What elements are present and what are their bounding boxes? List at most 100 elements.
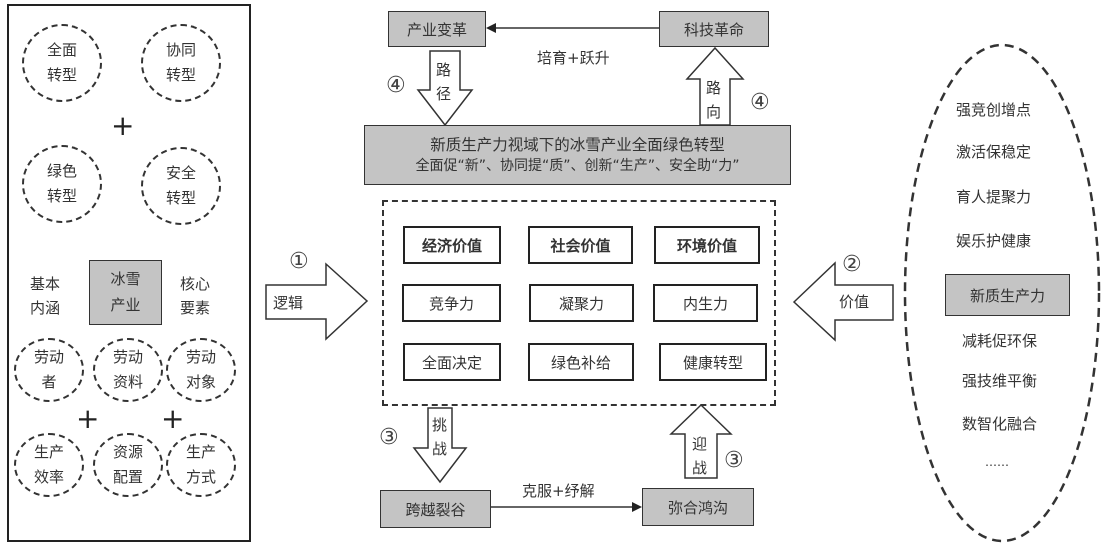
circle-text: 者 bbox=[41, 373, 57, 391]
challenge-arrow-text: 挑 战 bbox=[432, 413, 447, 461]
cross-rift-box: 跨越裂谷 bbox=[380, 490, 491, 528]
right-item: 娱乐护健康 bbox=[956, 232, 1032, 250]
step-3-marker: ③ bbox=[379, 425, 399, 450]
industrial-transformation-box: 产业变革 bbox=[388, 11, 486, 47]
meet-challenge-up-arrow bbox=[669, 403, 733, 479]
circle-coordinated-transform: 协同 转型 bbox=[141, 24, 221, 102]
step-4-marker: ④ bbox=[386, 73, 406, 98]
circle-text: 转型 bbox=[46, 66, 77, 84]
endogenous-power-box: 内生力 bbox=[653, 284, 758, 322]
label-text: 核心 bbox=[180, 275, 211, 293]
arrow-text: 迎 bbox=[692, 435, 708, 453]
ice-snow-industry-box: 冰雪 产业 bbox=[89, 260, 162, 325]
plus-sign: + bbox=[76, 402, 100, 435]
right-item: 强竞创增点 bbox=[956, 101, 1032, 119]
circle-text: 劳动 bbox=[112, 347, 143, 366]
box-text: 环境价值 bbox=[676, 236, 737, 255]
overcome-relieve-label: 克服+纾解 bbox=[522, 482, 595, 500]
title-box: 新质生产力视域下的冰雪产业全面绿色转型 全面促“新”、协同提“质”、创新“生产”… bbox=[364, 125, 791, 185]
arrow-text: 路 bbox=[436, 61, 452, 79]
circle-text: 劳动 bbox=[185, 347, 216, 366]
tech-revolution-box: 科技革命 bbox=[659, 11, 769, 47]
path-down-arrow bbox=[416, 50, 474, 127]
circle-labor-materials: 劳动 资料 bbox=[93, 338, 163, 402]
right-item-ellipsis: …… bbox=[985, 455, 1009, 469]
comprehensive-decision-box: 全面决定 bbox=[403, 343, 501, 381]
competitiveness-box: 竞争力 bbox=[402, 284, 501, 322]
label-text: 内涵 bbox=[30, 299, 61, 317]
box-text: 产业 bbox=[110, 295, 141, 314]
arrow-text: 向 bbox=[706, 103, 722, 121]
label-text: 要素 bbox=[180, 299, 211, 317]
circle-text: 转型 bbox=[165, 66, 196, 84]
circle-green-transform: 绿色 转型 bbox=[22, 145, 102, 223]
right-item: 育人提聚力 bbox=[956, 188, 1032, 206]
circle-text: 转型 bbox=[46, 187, 77, 205]
arrow-text: 挑 bbox=[432, 416, 448, 434]
label-text: 基本 bbox=[30, 275, 61, 293]
box-text: 冰雪 bbox=[110, 270, 141, 288]
box-text: 弥合鸿沟 bbox=[667, 498, 728, 517]
circle-text: 配置 bbox=[112, 468, 143, 486]
challenge-down-arrow bbox=[412, 407, 468, 484]
logic-label: 逻辑 bbox=[273, 294, 304, 312]
arrow-text: 径 bbox=[436, 85, 452, 103]
circle-safety-transform: 安全 转型 bbox=[141, 147, 221, 225]
connector-arrow-top bbox=[486, 23, 660, 33]
step-4-marker: ④ bbox=[750, 90, 770, 115]
title-sub: 全面促“新”、协同提“质”、创新“生产”、安全助“力” bbox=[415, 158, 740, 175]
values-dashed-frame bbox=[382, 200, 776, 406]
direction-arrow-text: 路 向 bbox=[706, 76, 721, 124]
bridge-gap-box: 弥合鸿沟 bbox=[642, 488, 754, 526]
basic-connotation-label: 基本 内涵 bbox=[30, 272, 60, 320]
box-text: 健康转型 bbox=[682, 353, 743, 372]
circle-text: 全面 bbox=[46, 40, 77, 59]
arrow-head bbox=[632, 502, 642, 512]
left-panel bbox=[7, 4, 251, 542]
circle-text: 资源 bbox=[112, 442, 143, 461]
plus-sign: + bbox=[111, 109, 135, 142]
connector-arrow-bottom bbox=[491, 502, 642, 512]
plus-sign: + bbox=[161, 402, 185, 435]
environmental-value-box: 环境价值 bbox=[654, 226, 760, 264]
new-productive-forces-box: 新质生产力 bbox=[945, 274, 1070, 316]
right-item: 激活保稳定 bbox=[956, 143, 1032, 161]
right-item: 减耗促环保 bbox=[962, 332, 1038, 350]
healthy-transform-box: 健康转型 bbox=[659, 343, 767, 381]
box-text: 全面决定 bbox=[421, 353, 482, 372]
box-text: 社会价值 bbox=[550, 236, 611, 255]
circle-text: 绿色 bbox=[46, 161, 77, 180]
cultivate-leap-label: 培育+跃升 bbox=[537, 49, 610, 67]
social-value-box: 社会价值 bbox=[528, 226, 633, 264]
arrow-text: 战 bbox=[692, 459, 708, 477]
box-text: 跨越裂谷 bbox=[405, 500, 466, 519]
circle-comprehensive-transform: 全面 转型 bbox=[22, 24, 102, 102]
circle-text: 转型 bbox=[165, 189, 196, 207]
value-left-arrow bbox=[792, 261, 894, 342]
arrow-head bbox=[486, 23, 496, 33]
box-text: 凝聚力 bbox=[558, 294, 604, 313]
step-1-marker: ① bbox=[289, 249, 309, 274]
meet-challenge-arrow-text: 迎 战 bbox=[692, 432, 707, 480]
cohesion-box: 凝聚力 bbox=[529, 284, 634, 322]
circle-text: 生产 bbox=[33, 442, 64, 461]
circle-production-mode: 生产 方式 bbox=[166, 433, 236, 497]
circle-text: 劳动 bbox=[33, 347, 64, 366]
circle-text: 资料 bbox=[112, 373, 143, 391]
box-text: 经济价值 bbox=[421, 236, 482, 255]
core-elements-label: 核心 要素 bbox=[180, 272, 210, 320]
title-main: 新质生产力视域下的冰雪产业全面绿色转型 bbox=[430, 135, 725, 154]
circle-production-efficiency: 生产 效率 bbox=[14, 433, 84, 497]
green-supply-box: 绿色补给 bbox=[528, 343, 634, 381]
box-text: 内生力 bbox=[682, 294, 728, 313]
value-label: 价值 bbox=[839, 293, 870, 311]
right-dashed-ellipse bbox=[903, 43, 1101, 543]
right-item: 强技维平衡 bbox=[962, 372, 1038, 390]
economic-value-box: 经济价值 bbox=[403, 226, 501, 264]
circle-text: 生产 bbox=[185, 442, 216, 461]
circle-text: 方式 bbox=[185, 468, 216, 486]
step-3-marker: ③ bbox=[724, 448, 744, 473]
circle-laborer: 劳动 者 bbox=[14, 338, 84, 402]
arrow-text: 战 bbox=[432, 440, 448, 458]
step-2-marker: ② bbox=[842, 252, 862, 277]
